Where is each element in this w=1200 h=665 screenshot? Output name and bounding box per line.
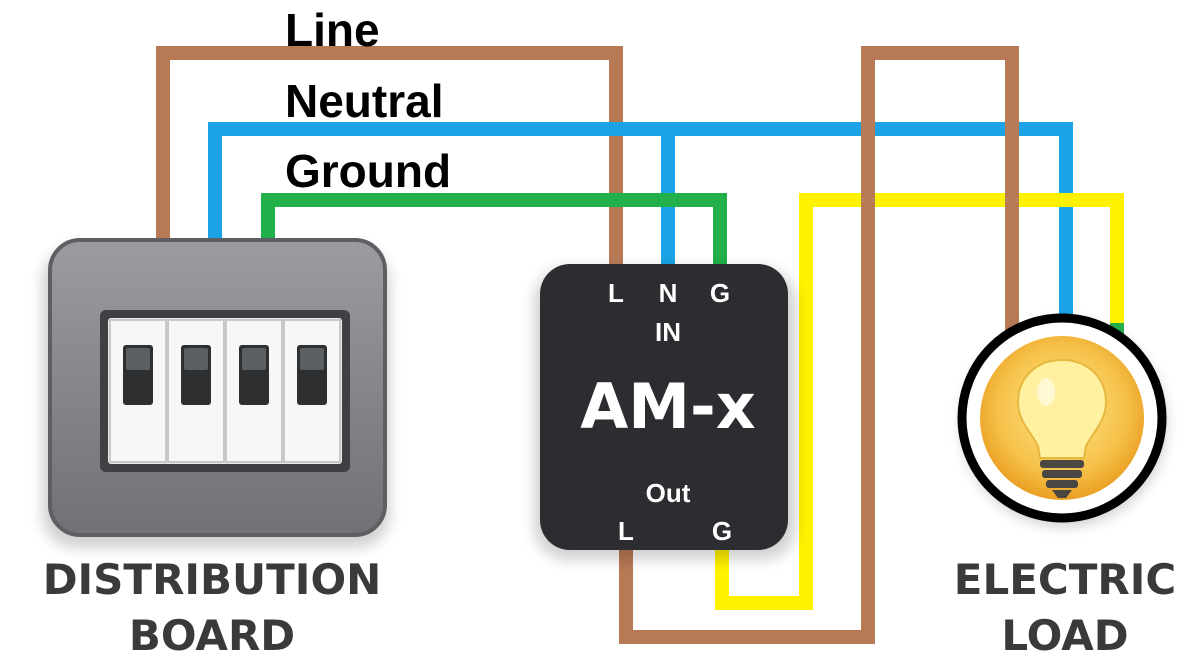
out-terminal-l-label: L <box>618 516 634 546</box>
out-terminal-g-label: G <box>712 516 732 546</box>
distribution-board-label-line2: BOARD <box>129 611 295 660</box>
electric-load-label-line2: LOAD <box>1001 611 1128 660</box>
electric-load <box>957 313 1167 526</box>
line-wire-board-to-in <box>156 46 623 282</box>
breaker-switch-icon <box>283 319 341 463</box>
legend-line-label: Line <box>285 4 380 56</box>
ground-wire-board-to-in <box>261 193 727 282</box>
wires <box>156 46 1124 644</box>
legend-neutral-label: Neutral <box>285 75 443 127</box>
in-terminal-n-label: N <box>659 278 678 308</box>
in-terminal-g-label: G <box>710 278 730 308</box>
breaker-switch-icon <box>109 319 167 463</box>
out-section-label: Out <box>646 478 691 508</box>
neutral-wire-board-to-in <box>208 122 1073 325</box>
in-terminal-l-label: L <box>608 278 624 308</box>
line-wire-out-to-load <box>619 46 1019 644</box>
device-name: AM-x <box>580 370 755 443</box>
breaker-switch-icon <box>225 319 283 463</box>
electric-load-label-line1: ELECTRIC <box>954 555 1176 604</box>
light-bulb-icon <box>1016 358 1108 498</box>
breaker-switch-icon <box>167 319 225 463</box>
distribution-board <box>42 238 390 548</box>
distribution-board-label-line1: DISTRIBUTION <box>43 555 382 604</box>
am-x-device: L N G IN AM-x Out L G <box>534 264 796 560</box>
in-section-label: IN <box>655 317 681 347</box>
load-ground-wire <box>715 193 1124 610</box>
legend-ground-label: Ground <box>285 145 451 197</box>
